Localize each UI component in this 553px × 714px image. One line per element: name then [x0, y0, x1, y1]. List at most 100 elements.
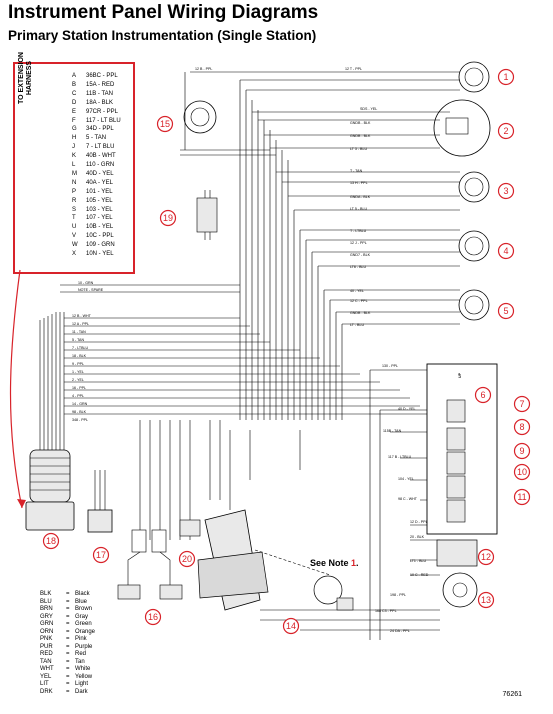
legend-color: Gray: [75, 613, 89, 620]
gauge-3: [458, 171, 490, 203]
callout-number: 19: [163, 213, 173, 223]
legend-equals: =: [66, 636, 70, 642]
legend-abbr: PUR: [40, 643, 53, 650]
main-harness-bundle: [39, 312, 430, 450]
wire-label: 12 B - PPL: [195, 67, 212, 71]
pin-letter: T: [72, 215, 76, 222]
legend-color: Light: [75, 681, 89, 687]
pin-letter: G: [72, 126, 77, 133]
legend-abbr: ORN: [40, 628, 54, 635]
pin-letter: L: [72, 162, 76, 168]
legend-color: Black: [75, 591, 90, 597]
connector-19: [196, 197, 218, 233]
legend-color: Blue: [75, 598, 88, 605]
callout-18: 18: [42, 532, 60, 550]
callout-7: 7: [513, 395, 531, 413]
legend-abbr: RED: [40, 651, 53, 657]
pin-letter: H: [72, 135, 77, 142]
callout-17: 17: [92, 546, 110, 564]
wire-label: 12 B - WHT: [72, 314, 92, 318]
pin-wire: 34D - PPL: [86, 126, 114, 133]
legend-equals: =: [66, 598, 70, 605]
wire-label: 12 J - PPL: [350, 241, 367, 245]
wire-label: 1 - YEL: [72, 370, 84, 374]
callout-number: 15: [160, 119, 170, 129]
pin-wire: 40B - WHT: [86, 153, 116, 160]
callout-5: 5: [497, 302, 515, 320]
wire-label-layer: 12 B - PPL 12 T - PPL SDS - YEL GNDB - BLK G…: [72, 67, 429, 633]
callout-circle: [513, 463, 531, 481]
callout-number: 17: [96, 550, 106, 560]
diagram-subtitle: Primary Station Instrumentation (Single …: [8, 28, 317, 43]
legend-row: GRN=Green: [40, 621, 95, 629]
callout-number: 8: [519, 422, 524, 432]
wire-label: 40 D - YEL: [398, 407, 416, 411]
pin-letter: W: [72, 242, 78, 249]
legend-abbr: BLK: [40, 591, 52, 597]
wire-label: NOTE - SPARE: [78, 288, 104, 292]
legend-row: TAN=Tan: [40, 659, 95, 667]
callout-circle: [513, 418, 531, 436]
legend-abbr: DRK: [40, 688, 53, 695]
wire-label: 16 - PPL: [72, 386, 86, 390]
callout-number: 4: [503, 246, 508, 256]
callout-circle: [513, 442, 531, 460]
wire-label: 11 - TAN: [72, 330, 86, 334]
callout-1: 1: [497, 68, 515, 86]
wire-label: GNDB - BLK: [350, 311, 371, 315]
legend-abbr: TAN: [40, 658, 52, 665]
pin-wire: 107 - YEL: [86, 215, 113, 222]
callout-circle: [513, 395, 531, 413]
extension-harness-pin-table: [13, 62, 135, 274]
pin-wire: 11B - TAN: [86, 90, 114, 97]
wire-label: 130 - PPL: [382, 364, 398, 368]
legend-abbr: LIT: [40, 681, 49, 687]
pin-wire: 15A - RED: [86, 81, 115, 88]
callout-circle: [92, 546, 110, 564]
pin-letter: A: [72, 73, 77, 79]
callout-3: 3: [497, 182, 515, 200]
wire-label: SDS - YEL: [360, 107, 377, 111]
callout-circle: [497, 242, 515, 260]
callout-number: 14: [286, 621, 296, 631]
legend-row: PNK=Pink: [40, 636, 95, 644]
pin-wire: 18A - BLK: [86, 99, 114, 106]
wire-label: 10 C - RED: [410, 573, 429, 577]
pin-wire: 7 - LT BLU: [86, 144, 115, 151]
legend-abbr: GRN: [40, 621, 54, 627]
callout-2: 2: [497, 122, 515, 140]
callout-16: 16: [144, 608, 162, 626]
legend-color: White: [75, 666, 91, 672]
pin-wire: 109 - GRN: [86, 242, 115, 249]
wire-label: 9 - PPL: [72, 362, 84, 366]
callout-20: 20: [178, 550, 196, 568]
wire-label: 98 - BLK: [72, 410, 87, 414]
wire-label: 24 DA - PPL: [390, 629, 410, 633]
legend-equals: =: [66, 643, 70, 650]
legend-equals: =: [66, 688, 70, 695]
callout-number: 9: [519, 446, 524, 456]
pin-wire: 101 - YEL: [86, 188, 113, 195]
gauge-2: [433, 99, 491, 157]
connector-20: [179, 519, 201, 537]
pin-wire: 117 - LT BLU: [86, 117, 121, 124]
callout-circle: [477, 548, 495, 566]
wire-label: 12 C - PPL: [350, 299, 368, 303]
gauge-4: [458, 230, 490, 262]
legend-color: Purple: [75, 643, 93, 650]
pin-letter: D: [72, 99, 77, 106]
gauge-15: [183, 100, 217, 134]
switch-panel: [426, 363, 498, 608]
wire-label: LT 3 - BLU: [350, 147, 367, 151]
wire-label: 12 T - PPL: [345, 67, 362, 71]
legend-row: LIT=Light: [40, 681, 95, 689]
callout-circle: [513, 488, 531, 506]
